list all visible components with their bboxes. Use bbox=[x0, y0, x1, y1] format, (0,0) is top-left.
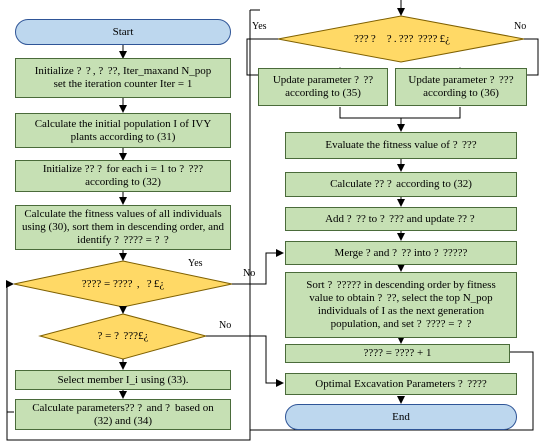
sort-box: Sort ? ????? in descending order by fitn… bbox=[285, 272, 517, 338]
decision-diamond-top bbox=[277, 15, 525, 63]
calc-params-box: Calculate parameters?? ? and ? based on … bbox=[15, 399, 231, 430]
optimal-box: Optimal Excavation Parameters ? ???? bbox=[285, 373, 517, 395]
init-params-box: Initialize ? ? , ? ??, Iter_maxand N_pop… bbox=[15, 58, 231, 98]
init-population-box: Calculate the initial population I of IV… bbox=[15, 113, 231, 148]
no-label-decision-1: No bbox=[243, 268, 256, 279]
evaluate-box: Evaluate the fitness value of ? ??? bbox=[285, 132, 517, 159]
end-terminal: End bbox=[285, 404, 517, 430]
start-terminal: Start bbox=[15, 19, 231, 45]
select-member-box: Select member I_i using (33). bbox=[15, 370, 231, 390]
calc32-box: Calculate ?? ? according to (32) bbox=[285, 172, 517, 197]
merge-box: Merge ? and ? ?? into ? ????? bbox=[285, 241, 517, 265]
no-label-top: No bbox=[514, 21, 527, 32]
decision-2-text: ? = ? ???£¿ bbox=[97, 330, 149, 342]
update-35-box: Update parameter ? ?? according to (35) bbox=[258, 68, 388, 106]
yes-label-decision-1: Yes bbox=[188, 258, 203, 269]
decision-1-text: ???? = ???? , ? £¿ bbox=[81, 278, 165, 290]
update-36-box: Update parameter ? ??? according to (36) bbox=[395, 68, 527, 106]
init-each-box: Initialize ?? ? for each i = 1 to ? ??? … bbox=[15, 160, 231, 192]
yes-label-top: Yes bbox=[252, 21, 267, 32]
decision-top-text: ??? ? ? . ??? ???? £¿ bbox=[354, 33, 450, 45]
iter-increment-box: ???? = ???? + 1 bbox=[285, 344, 510, 363]
fitness-box: Calculate the fitness values of all indi… bbox=[15, 205, 231, 250]
no-label-decision-2: No bbox=[219, 320, 232, 331]
add-box: Add ? ?? to ? ??? and update ?? ? bbox=[285, 207, 517, 231]
